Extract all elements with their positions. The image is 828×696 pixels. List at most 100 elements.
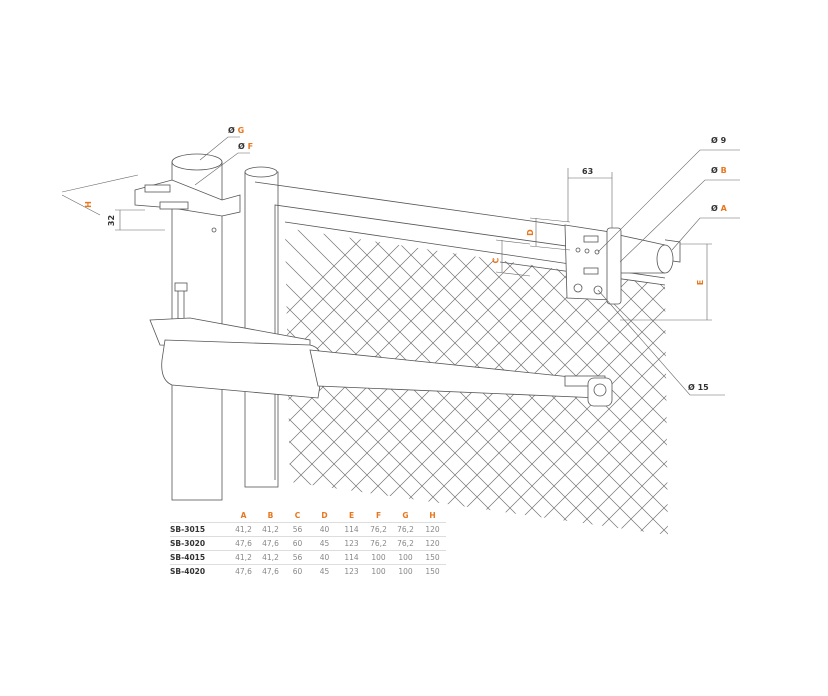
mesh-wire (684, 220, 828, 540)
value-cell: 41,2 (257, 522, 284, 537)
value-cell: 56 (284, 522, 311, 537)
dia-a: A (720, 204, 727, 213)
value-cell: 45 (311, 564, 338, 578)
dimension-lines (61, 136, 740, 396)
value-cell: 100 (392, 564, 419, 578)
value-cell: 41,2 (257, 550, 284, 565)
mesh-wire (808, 220, 828, 540)
bracket-clamp (606, 227, 622, 305)
tube-end (656, 244, 674, 274)
value-cell: 76,2 (365, 536, 392, 551)
mesh-wire (485, 228, 668, 535)
label-e: E (696, 279, 706, 286)
value-cell: 114 (338, 550, 365, 565)
value-cell: 76,2 (392, 522, 419, 537)
mesh-wire (455, 228, 668, 535)
value-cell: 60 (284, 536, 311, 551)
value-cell: 100 (365, 564, 392, 578)
value-cell: 47,6 (257, 564, 284, 578)
label-c: C (491, 257, 501, 264)
mesh-wire (587, 228, 668, 535)
model-cell: SB-3015 (170, 522, 230, 537)
label-dia-9: Ø 9 (711, 136, 727, 145)
label-63: 63 (582, 167, 594, 176)
value-cell: 120 (419, 522, 446, 537)
value-cell: 123 (338, 536, 365, 551)
label-dia-b: Ø B (711, 166, 727, 175)
main-post-top (171, 153, 223, 171)
label-h: H (83, 201, 93, 208)
model-cell: SB-3020 (170, 536, 230, 551)
label-32: 32 (107, 214, 117, 227)
mesh-wire (499, 228, 668, 535)
label-d: D (525, 229, 535, 236)
dia-prefix: Ø (228, 126, 235, 135)
bolt (177, 286, 185, 323)
mesh-wire (772, 220, 828, 540)
mesh-wire (521, 228, 668, 535)
mesh-wire (786, 220, 828, 540)
mesh-wire (764, 220, 828, 540)
value-cell: 150 (419, 550, 446, 565)
value-cell: 47,6 (230, 536, 257, 551)
value-cell: 76,2 (365, 522, 392, 537)
mesh-wire (543, 228, 668, 535)
mesh-wire (676, 220, 828, 540)
mesh-wire (750, 220, 828, 540)
dia-g: G (237, 126, 245, 135)
value-cell: 40 (311, 550, 338, 565)
value-cell: 100 (365, 550, 392, 565)
value-cell: 114 (338, 522, 365, 537)
mesh-wire (463, 228, 668, 535)
column-header: E (348, 511, 355, 520)
mesh-wire (565, 228, 668, 535)
mesh-wire (285, 228, 381, 535)
value-cell: 41,2 (230, 522, 257, 537)
dia-f: F (247, 142, 254, 151)
mesh-wire (609, 228, 668, 535)
mesh-wire (720, 220, 828, 540)
value-cell: 47,6 (257, 536, 284, 551)
value-cell: 47,6 (230, 564, 257, 578)
dia-prefix: Ø (238, 142, 245, 151)
label-dia-g: Ø G (228, 126, 244, 135)
model-cell: SB-4020 (170, 564, 230, 578)
label-dia-15: Ø 15 (688, 383, 709, 392)
mesh-wire (285, 228, 403, 535)
column-header: A (240, 511, 247, 520)
value-cell: 123 (338, 564, 365, 578)
column-header: G (402, 511, 409, 520)
value-cell: 40 (311, 522, 338, 537)
label-dia-a: Ø A (711, 204, 727, 213)
mesh-wire (477, 228, 668, 535)
column-header: H (429, 511, 436, 520)
mesh-wire (507, 228, 668, 535)
value-cell: 76,2 (392, 536, 419, 551)
gate-post-top (244, 166, 278, 178)
dia-prefix: Ø (711, 166, 718, 175)
model-cell: SB-4015 (170, 550, 230, 565)
label-dia-f: Ø F (238, 142, 253, 151)
column-header: D (321, 511, 328, 520)
value-cell: 60 (284, 564, 311, 578)
column-header: B (267, 511, 274, 520)
mesh-wire (653, 228, 668, 535)
value-cell: 56 (284, 550, 311, 565)
mesh-wire (285, 228, 389, 535)
gate-frame (254, 181, 681, 480)
mesh-wire (742, 220, 828, 540)
value-cell: 41,2 (230, 550, 257, 565)
dia-b: B (720, 166, 727, 175)
mesh-wire (285, 228, 411, 535)
value-cell: 150 (419, 564, 446, 578)
mesh-wire (706, 220, 828, 540)
value-cell: 45 (311, 536, 338, 551)
mesh-wire (728, 220, 828, 540)
actuator-body (161, 339, 323, 399)
